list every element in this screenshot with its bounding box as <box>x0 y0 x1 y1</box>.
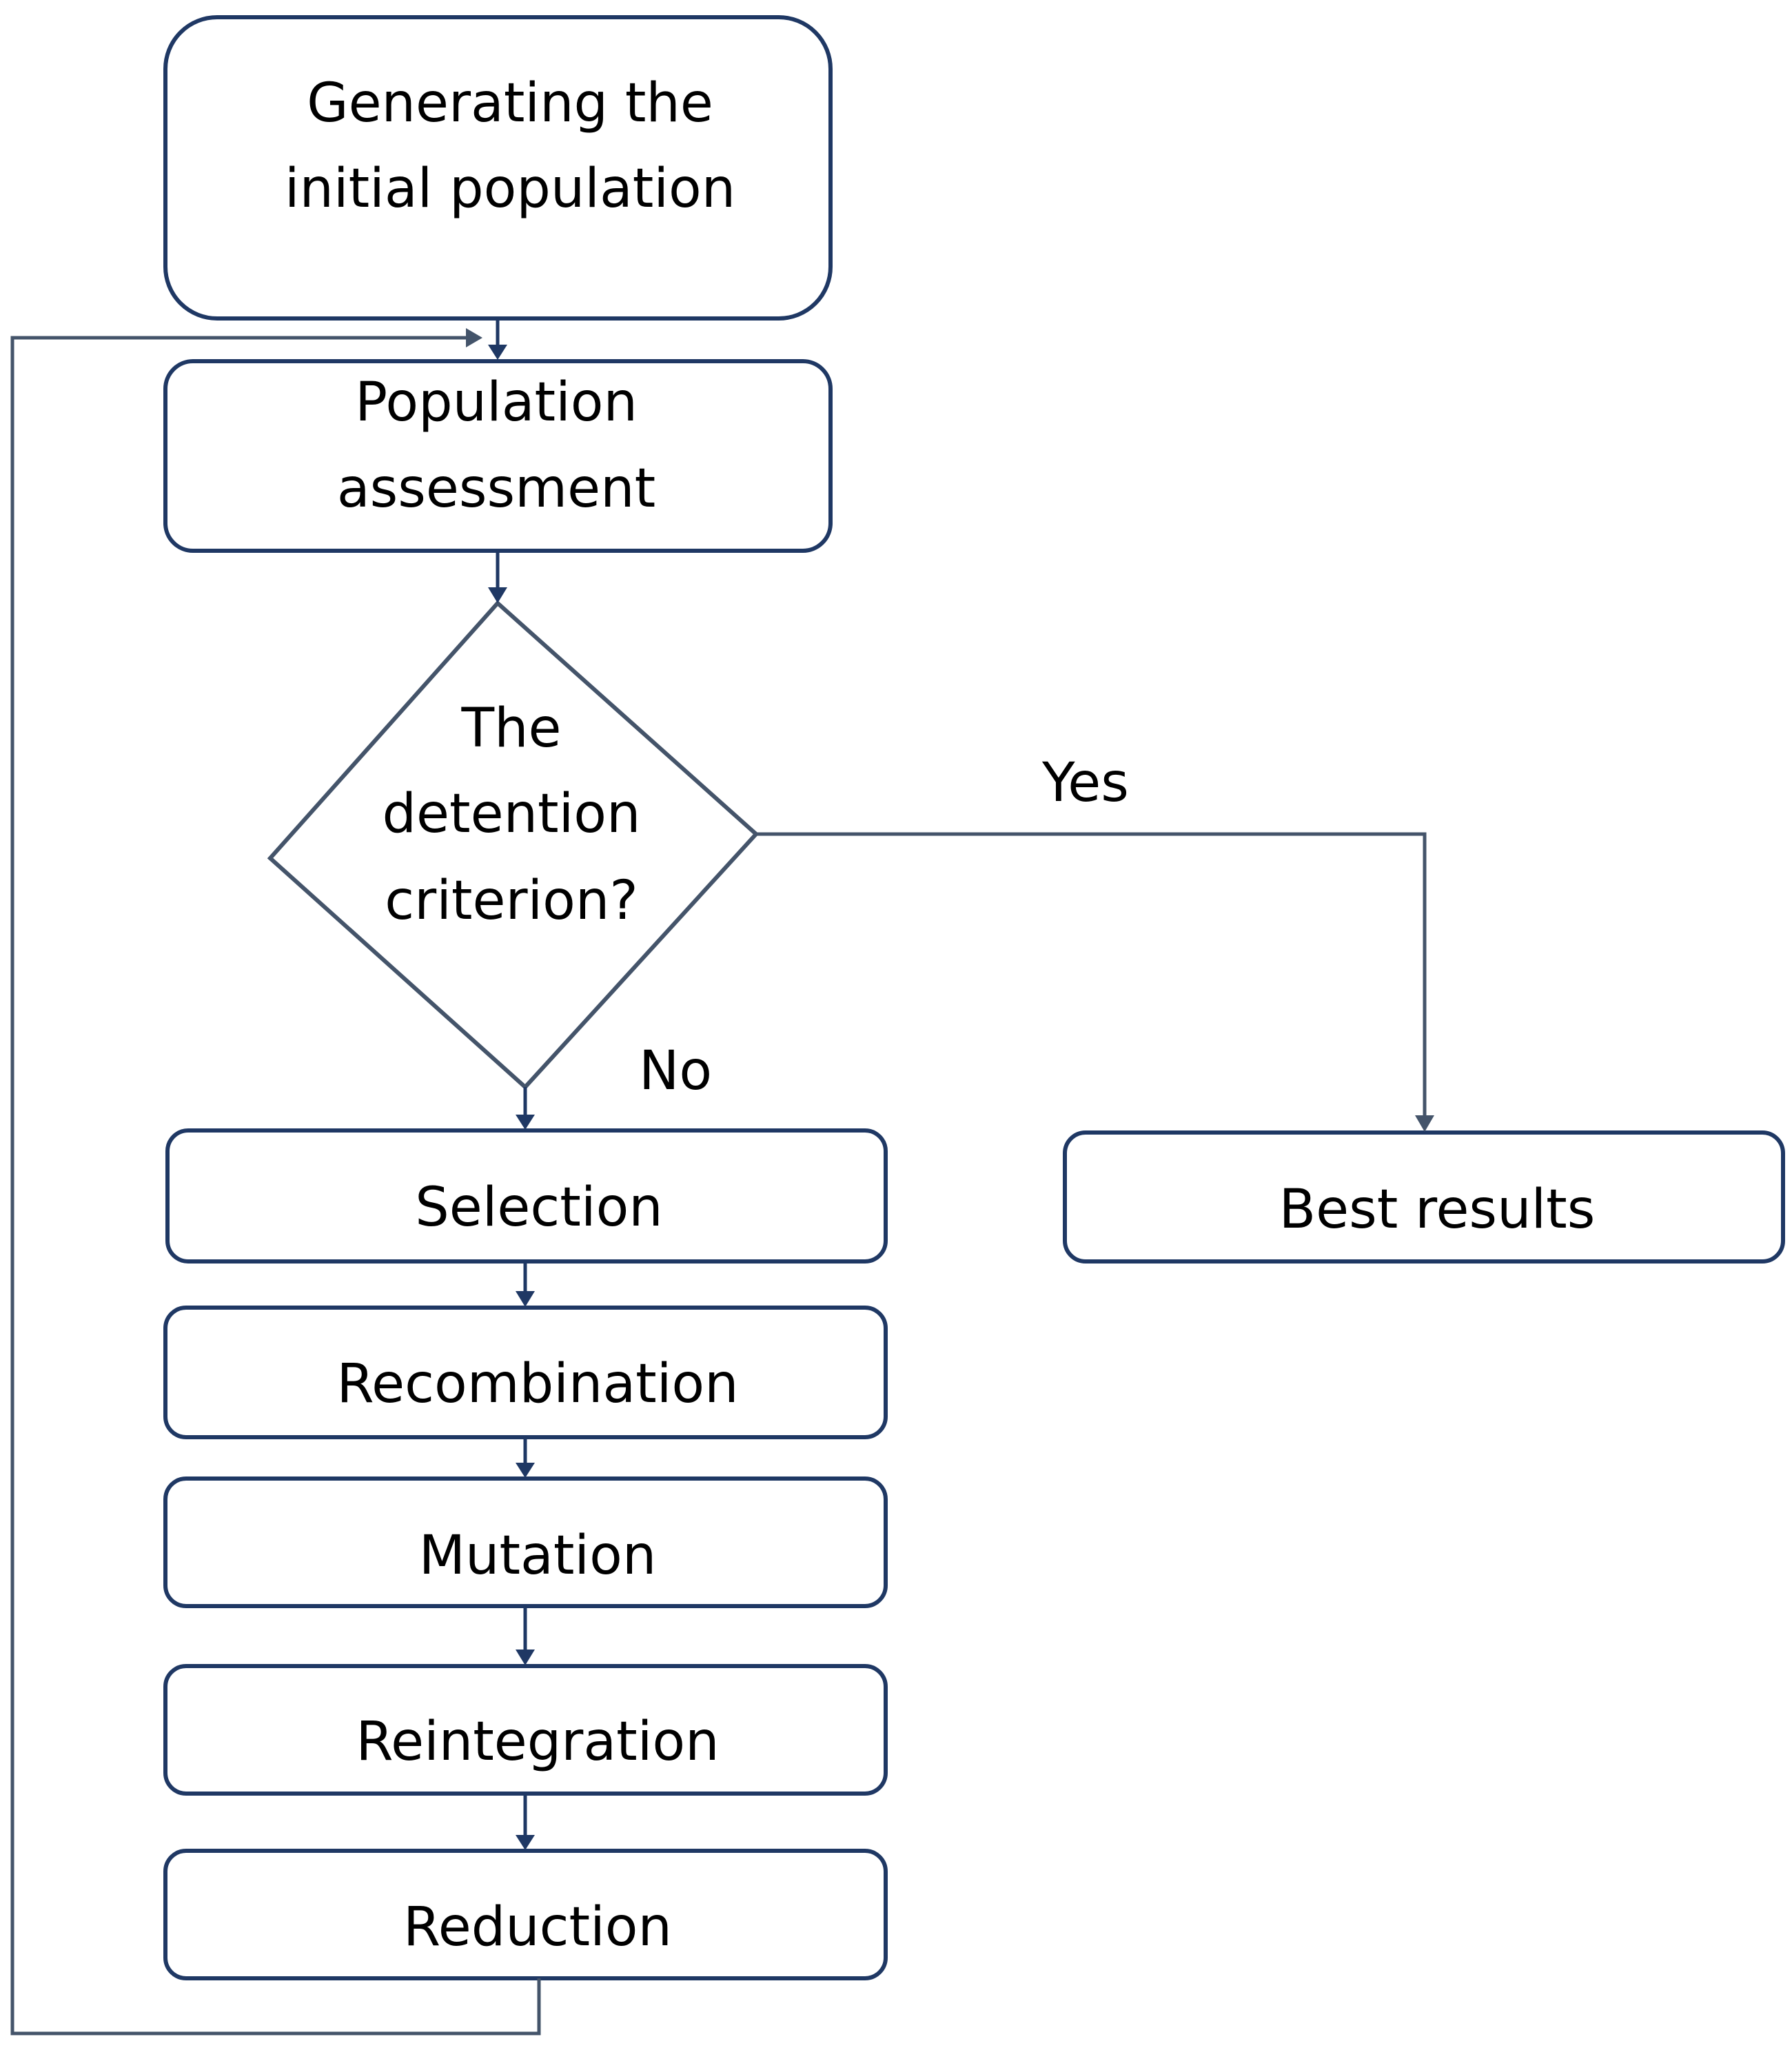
node-reintegration-label: Reintegration <box>356 1711 719 1773</box>
node-criterion-line-2: detention <box>383 783 641 845</box>
node-criterion-line-3: criterion? <box>385 870 638 932</box>
node-reintegration: Reintegration <box>163 1664 888 1796</box>
node-best-results: Best results <box>1063 1130 1785 1264</box>
node-best-results-label: Best results <box>1279 1179 1596 1241</box>
node-recombination: Recombination <box>163 1306 888 1439</box>
edge-label-no: No <box>639 1040 712 1102</box>
arrow-generate-to-assess <box>488 318 507 360</box>
arrow-assess-to-criterion <box>488 551 507 603</box>
node-generate-initial-population: Generating the initial population <box>163 15 833 321</box>
node-recombination-label: Recombination <box>336 1353 738 1415</box>
node-assess-line-2: assessment <box>337 458 655 520</box>
arrow-mutation-to-reintegration <box>516 1606 535 1665</box>
arrow-reintegration-to-reduction <box>516 1794 535 1850</box>
node-criterion-line-1: The <box>460 698 561 760</box>
arrow-selection-to-recombination <box>516 1261 535 1307</box>
node-reduction-label: Reduction <box>403 1896 672 1958</box>
node-mutation-label: Mutation <box>419 1525 657 1587</box>
node-mutation: Mutation <box>163 1476 888 1608</box>
edge-label-yes: Yes <box>1041 752 1129 814</box>
arrow-criterion-no-to-selection <box>516 1087 535 1130</box>
node-reduction: Reduction <box>163 1849 888 1980</box>
node-assess-line-1: Population <box>355 372 638 434</box>
node-generate-line-2: initial population <box>285 158 735 220</box>
node-population-assessment: Population assessment <box>163 359 833 553</box>
arrow-recombination-to-mutation <box>516 1437 535 1478</box>
arrow-reduction-loop-back-to-assess <box>10 328 541 2036</box>
arrow-criterion-yes-to-best-results <box>756 832 1434 1132</box>
node-detention-criterion-decision: The detention criterion? <box>267 600 760 1090</box>
node-selection-label: Selection <box>415 1177 662 1239</box>
node-generate-line-1: Generating the <box>307 72 713 134</box>
node-selection: Selection <box>165 1128 888 1264</box>
